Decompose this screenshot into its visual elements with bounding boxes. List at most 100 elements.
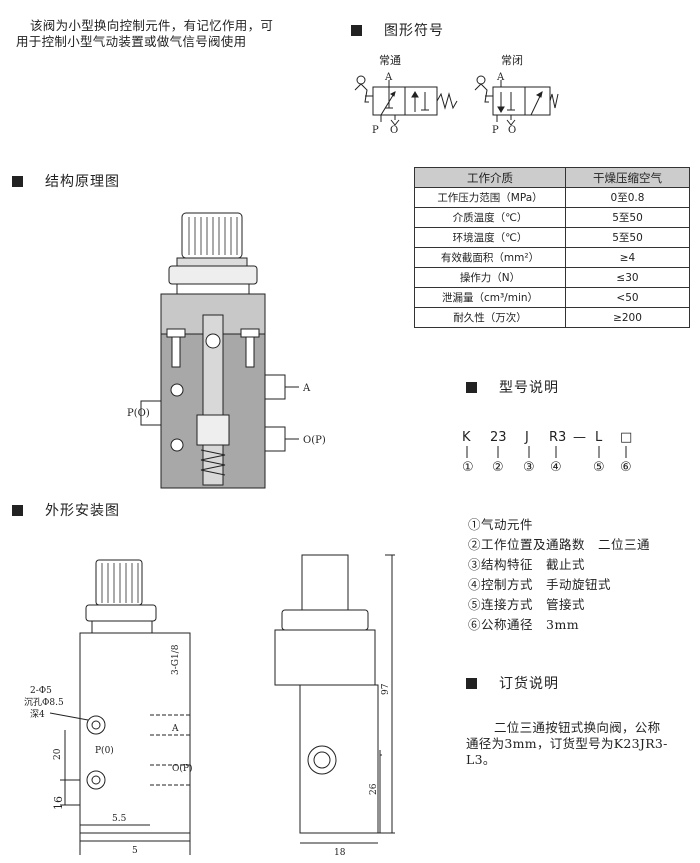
square-bullet-icon	[466, 382, 477, 393]
spec-header-medium: 工作介质	[414, 167, 566, 188]
list-item: ⑤连接方式 管接式	[468, 597, 586, 612]
side-cap	[274, 629, 376, 686]
spec-table-header: 工作介质 干燥压缩空气	[414, 167, 690, 188]
svg-text:P: P	[372, 125, 379, 136]
spec-value: ≤30	[565, 267, 690, 288]
list-item: ②工作位置及通路数 二位三通	[468, 537, 651, 552]
table-row: 环境温度（℃）5至50	[414, 227, 690, 248]
spec-table: 工作介质 干燥压缩空气 工作压力范围（MPa）0至0.8 介质温度（℃）5至50…	[414, 167, 690, 328]
dim-5-5: 5.5	[112, 814, 127, 824]
dim-26: 26	[369, 783, 379, 795]
knob-collar	[168, 265, 258, 285]
normally-open-label: 常通	[379, 54, 401, 67]
outline-drawing: 2-Φ5 沉孔Φ8.5 深4 P(0) O(P) A 3-G1/8 20 16 …	[24, 554, 395, 858]
svg-text:A: A	[496, 72, 505, 83]
order-line-1: 二位三通按钮式换向阀，公称	[494, 720, 661, 735]
square-bullet-icon	[466, 678, 477, 689]
spec-value: <50	[565, 287, 690, 308]
spec-label: 操作力（N）	[414, 267, 566, 288]
spec-value: ≥200	[565, 307, 690, 328]
table-row: 耐久性（万次）≥200	[414, 307, 690, 328]
spec-value: ≥4	[565, 247, 690, 268]
structure-label-a: A	[302, 383, 311, 394]
model-marker-3: ③	[523, 460, 535, 475]
spec-value: 5至50	[565, 227, 690, 248]
order-text: 二位三通按钮式换向阀，公称 通径为3mm，订货型号为K23JR3- L3。	[466, 720, 696, 768]
model-part-box: □	[620, 430, 633, 445]
port-p	[140, 400, 162, 426]
model-marker-6: ⑥	[620, 460, 632, 475]
model-marker-2: ②	[492, 460, 504, 475]
list-item: ④控制方式 手动旋钮式	[468, 577, 612, 592]
structure-label-p: P(O)	[127, 408, 150, 419]
list-item: ⑥公称通径 3mm	[468, 617, 580, 632]
structure-label-o: O(P)	[303, 435, 325, 446]
model-legend: ①气动元件 ②工作位置及通路数 二位三通 ③结构特征 截止式 ④控制方式 手动旋…	[468, 515, 650, 635]
svg-text:A: A	[384, 72, 393, 83]
section-structure: 结构原理图	[12, 171, 120, 191]
table-row: 操作力（N）≤30	[414, 267, 690, 288]
section-outline-title: 外形安装图	[45, 503, 120, 519]
normally-closed-label: 常闭	[501, 54, 523, 67]
dim-18: 18	[334, 848, 346, 858]
dim-hole-note-2: 沉孔Φ8.5	[24, 697, 64, 708]
spec-label: 介质温度（℃）	[414, 207, 566, 228]
spec-label: 有效截面积（mm²）	[414, 247, 566, 268]
spec-label: 泄漏量（cm³/min）	[414, 287, 566, 308]
section-outline: 外形安装图	[12, 500, 120, 520]
dim-a: A	[171, 724, 179, 734]
order-line-2: 通径为3mm，订货型号为K23JR3-	[466, 736, 668, 751]
table-row: 有效截面积（mm²）≥4	[414, 247, 690, 268]
dim-hole-note-1: 2-Φ5	[30, 686, 52, 696]
normally-closed-symbol: 常闭 A P O	[474, 54, 559, 136]
svg-text:O: O	[508, 125, 516, 136]
section-symbol: 图形符号	[351, 20, 444, 40]
section-structure-title: 结构原理图	[45, 174, 120, 190]
model-part-23: 23	[490, 430, 507, 445]
port-o	[264, 426, 286, 452]
model-part-r3: R3	[549, 430, 567, 445]
section-model: 型号说明	[466, 377, 559, 397]
dim-op: O(P)	[172, 763, 192, 774]
section-order-title: 订货说明	[499, 676, 559, 692]
knob-cap	[181, 212, 243, 259]
dim-p0: P(0)	[95, 745, 114, 756]
order-line-3: L3。	[466, 752, 496, 767]
spec-label: 环境温度（℃）	[414, 227, 566, 248]
intro-line-2: 用于控制小型气动装置或做气信号阀使用	[16, 34, 247, 49]
model-part-dash: —	[573, 430, 586, 445]
model-part-j: J	[525, 430, 529, 445]
section-order: 订货说明	[466, 673, 559, 693]
valve-symbols: 常通 A P O 常闭	[354, 54, 559, 136]
structure-diagram: A P(O) O(P)	[127, 212, 325, 489]
spec-header-value: 干燥压缩空气	[565, 167, 690, 188]
spec-value: 5至50	[565, 207, 690, 228]
dim-20: 20	[53, 748, 63, 760]
model-marker-5: ⑤	[593, 460, 605, 475]
dim-hole-note-3: 深4	[30, 709, 45, 720]
square-bullet-icon	[12, 176, 23, 187]
section-model-title: 型号说明	[499, 380, 559, 396]
table-row: 介质温度（℃）5至50	[414, 207, 690, 228]
dim-5: 5	[132, 846, 138, 856]
dim-97: 97	[381, 683, 391, 695]
square-bullet-icon	[12, 505, 23, 516]
front-knob	[95, 559, 143, 606]
model-marker-4: ④	[550, 460, 562, 475]
intro-text: 该阀为小型换向控制元件，有记忆作用，可 用于控制小型气动装置或做气信号阀使用	[16, 18, 336, 50]
list-item: ③结构特征 截止式	[468, 557, 586, 572]
dim-thread: 3-G1/8	[171, 644, 181, 675]
model-connectors	[466, 446, 627, 458]
normally-open-symbol: 常通 A P O	[354, 54, 458, 136]
model-part-k: K	[462, 430, 471, 445]
spec-value: 0至0.8	[565, 187, 690, 208]
section-symbol-title: 图形符号	[384, 23, 444, 39]
model-marker-1: ①	[462, 460, 474, 475]
table-row: 泄漏量（cm³/min）<50	[414, 287, 690, 308]
intro-line-1: 该阀为小型换向控制元件，有记忆作用，可	[30, 18, 274, 33]
port-a	[264, 374, 286, 400]
svg-text:O: O	[390, 125, 398, 136]
table-row: 工作压力范围（MPa）0至0.8	[414, 187, 690, 208]
model-part-l: L	[595, 430, 603, 445]
dim-16: 16	[52, 796, 65, 810]
